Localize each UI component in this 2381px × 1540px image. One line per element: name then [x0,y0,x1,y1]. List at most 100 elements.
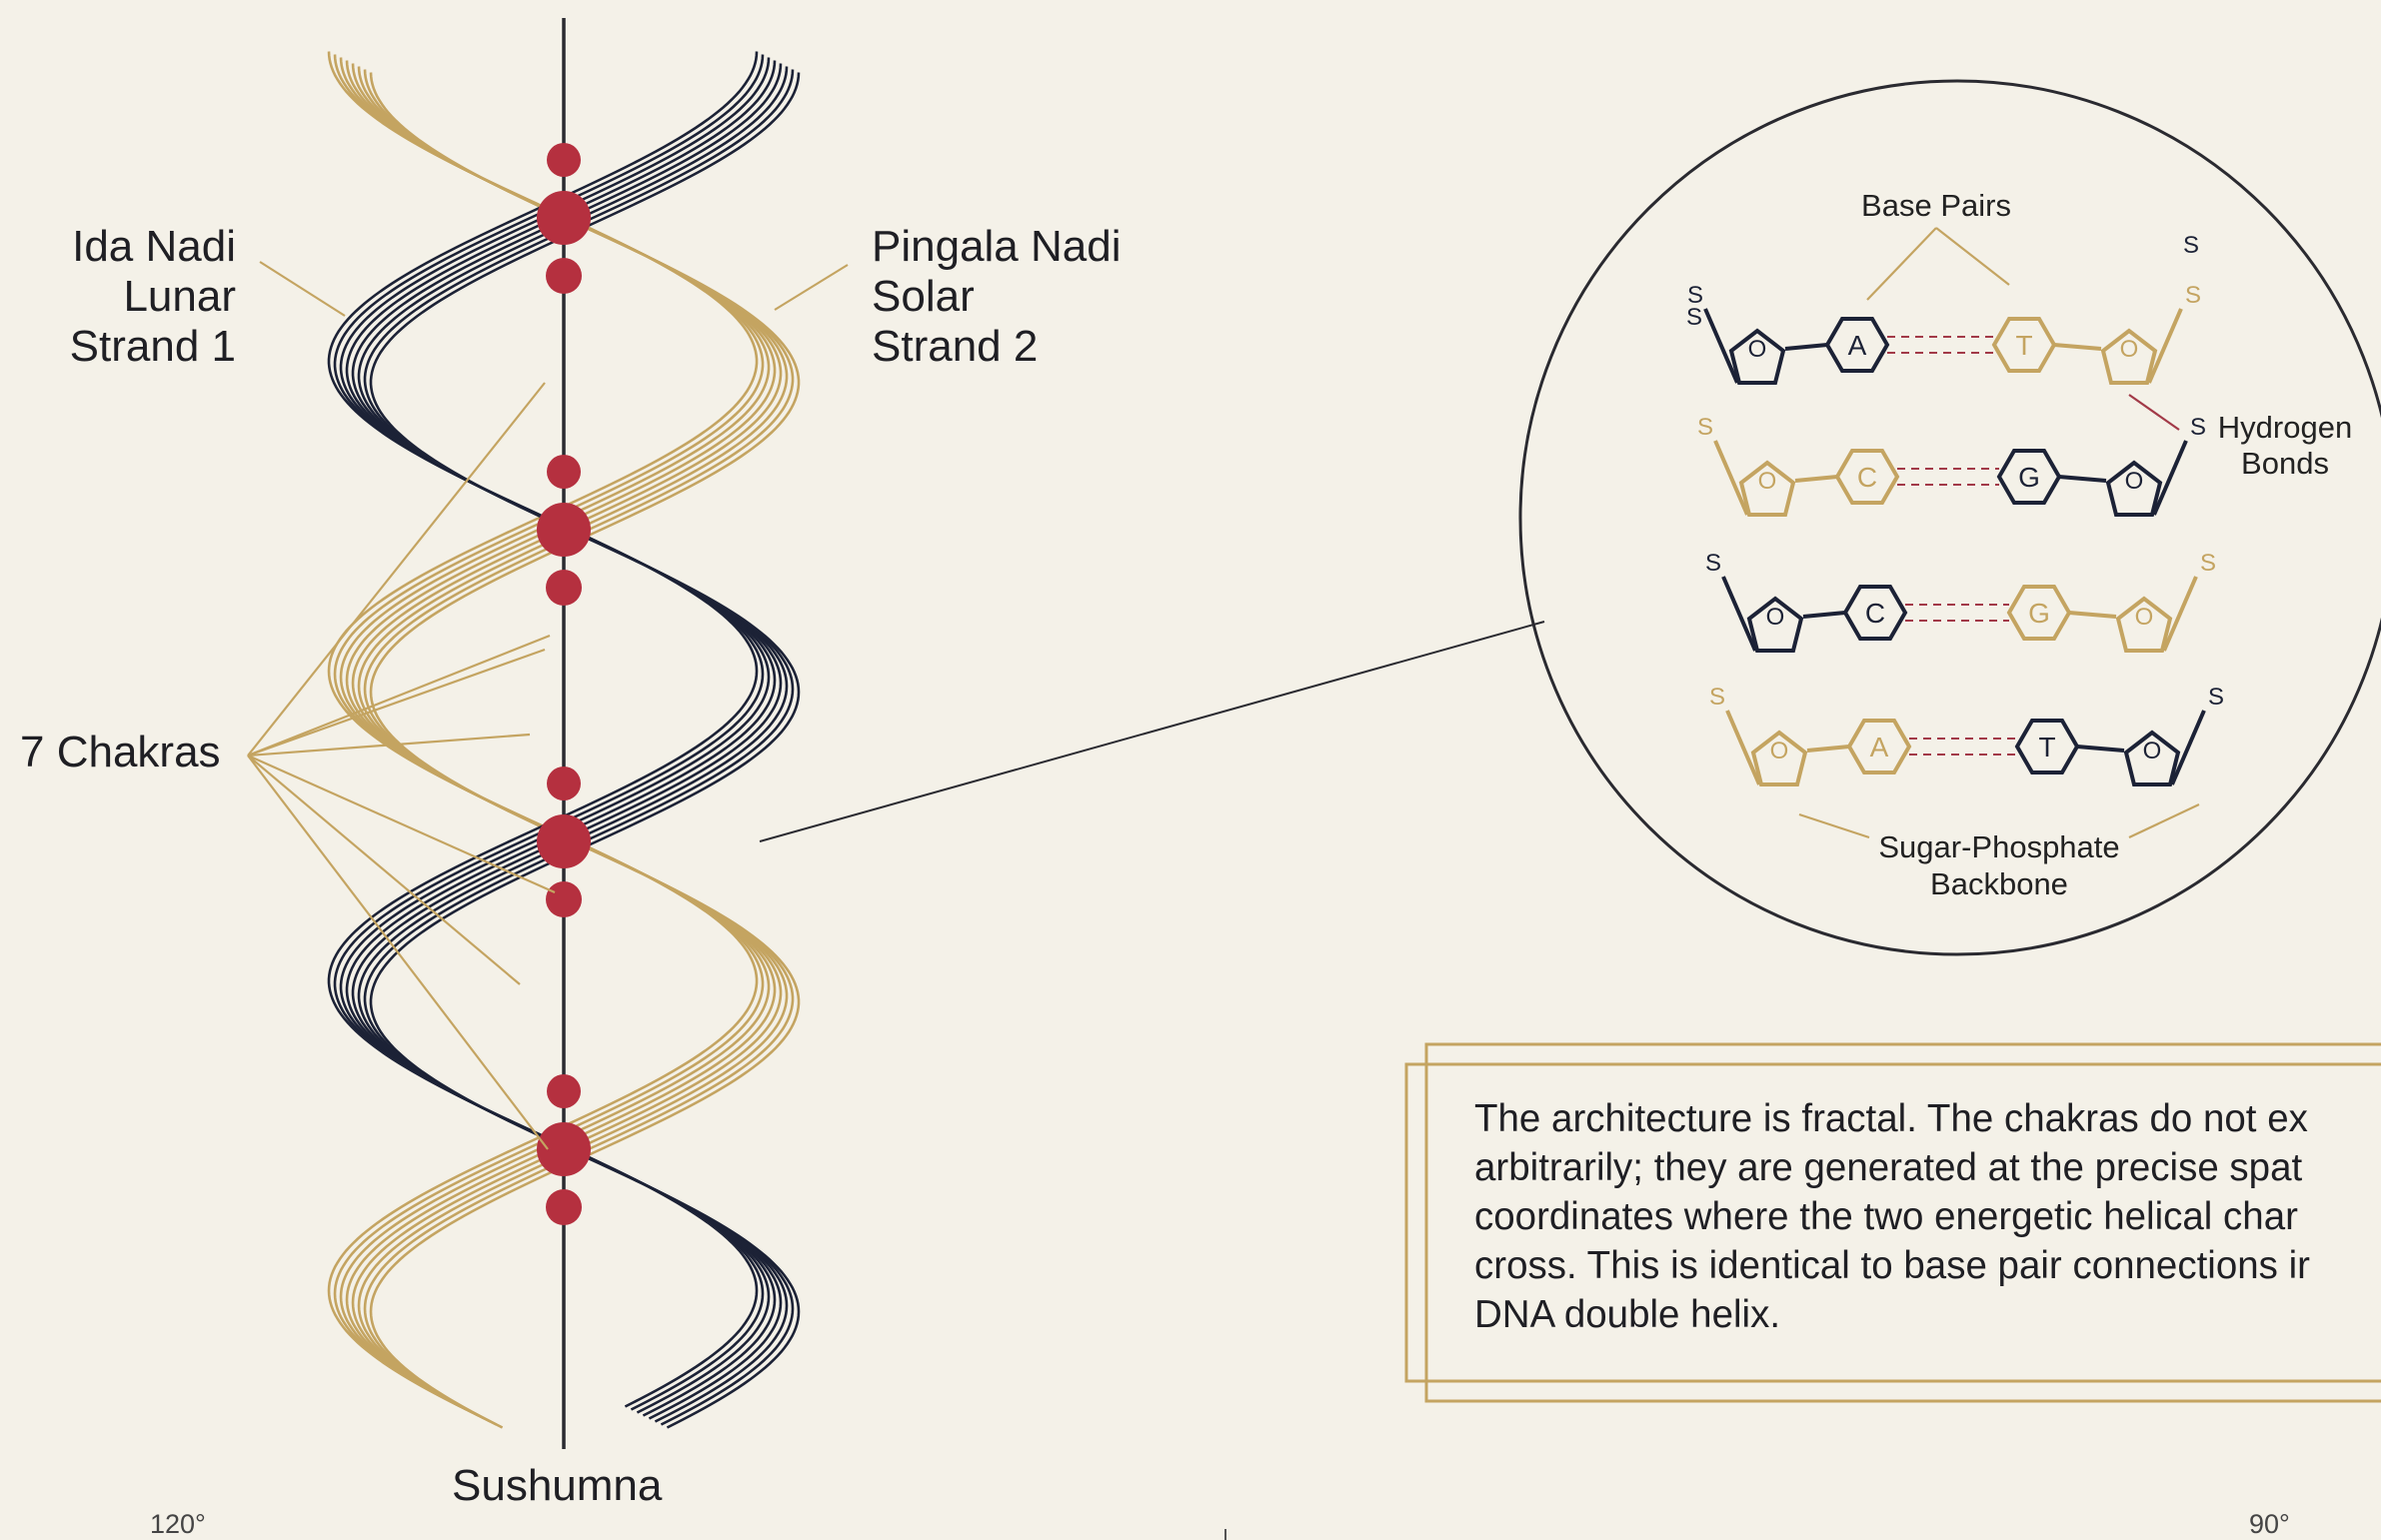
sugar-ring [1750,730,1808,786]
ida-lunar-strand [327,51,801,1429]
base-pairs-label: Base Pairs [1861,188,2011,223]
backbone-line [2162,576,2198,652]
chakra-leader-line [247,754,556,894]
chakra-point [546,1189,582,1225]
phosphate-sulfur-label: S [1705,550,1721,577]
pingala-label-line1: Pingala Nadi [872,222,1122,271]
note-line-2: arbitrarily; they are generated at the p… [1474,1146,2303,1189]
chakra-leader-line [247,733,531,758]
nucleobase-letter: C [1857,462,1877,493]
nucleobase-ring [1834,449,1900,505]
phosphate-sulfur-label: S [1697,414,1713,441]
backbone-label-line1: Sugar-Phosphate [1878,829,2119,864]
chakra-point [546,570,582,606]
chakra-points [537,143,591,1225]
chakra-point [537,191,591,245]
chakra-leader-line [247,382,546,757]
leader-lines [247,261,849,1150]
chakra-leader-line [247,634,551,758]
nucleobase-ring [1996,449,2062,505]
glycosidic-bond-line [1784,343,1828,351]
glycosidic-bond-line [2058,475,2107,483]
nucleobase-ring [1846,719,1912,774]
ida-nadi-label: Ida Nadi Lunar Strand 1 [40,222,236,372]
chakra-point [546,258,582,294]
backbone-label-line2: Backbone [1930,866,2068,901]
sugar-ring [1746,596,1804,653]
oxygen-atom-label: O [2143,738,2162,765]
note-text: The architecture is fractal. The chakras… [1474,1094,2374,1339]
zoom-connector-line [759,621,1545,842]
hydrogen-bonds-leader [2128,394,2180,431]
nucleobase-letter: C [1865,598,1885,629]
backbone-line [2147,308,2183,384]
chakra-point [547,143,581,177]
chakra-point [537,503,591,557]
solar-strand-line [369,72,801,1429]
oxygen-atom-label: O [2135,604,2154,631]
phosphate-sulfur-label: S [1709,684,1725,711]
sugar-ring [2100,328,2158,385]
hydrogen-bonds-label-line2: Bonds [2241,446,2329,481]
backbone-line [2170,710,2206,785]
pingala-label-line3: Strand 2 [872,322,1039,371]
sugar-ring [1738,460,1796,517]
glycosidic-bond-line [1802,611,1846,619]
glycosidic-bond-line [2076,745,2125,753]
sugar-ring [2105,460,2163,517]
ida-leader-line [259,261,346,317]
nucleobase-ring [1991,317,2057,373]
sugar-ring [1728,328,1786,385]
chakra-point [547,767,581,800]
lunar-strand-line [369,72,801,1429]
backbone-leader [1798,812,1870,839]
lunar-strand-line [327,51,759,1408]
nucleobase-letter: A [1848,330,1867,361]
chakra-point [537,814,591,868]
chakra-leader-line [247,648,546,758]
phosphate-sulfur-label: S [2190,414,2206,441]
note-frame-outer [1424,1042,2381,1403]
phosphate-sulfur-label: S [2200,550,2216,577]
nucleobase-letter: G [2018,462,2040,493]
angle-label-left: 120° [150,1509,206,1539]
pingala-leader-line [774,264,849,311]
backbone-line [1721,576,1757,652]
backbone-line [1725,710,1761,785]
phosphate-sulfur-label: S [2185,282,2201,309]
oxygen-atom-label: O [1766,604,1785,631]
nucleobase-ring [1842,585,1908,641]
glycosidic-bond-line [1806,745,1850,753]
oxygen-atom-label: O [1758,468,1777,495]
chakras-label: 7 Chakras [20,728,221,776]
dna-inset-circle [1518,79,2381,956]
nucleobase-letter: G [2028,598,2050,629]
sugar-ring [2115,596,2173,653]
nucleobase-letter: T [2038,732,2055,763]
hydrogen-bonds-label-line1: Hydrogen [2218,410,2352,445]
nucleobase-ring [2014,719,2080,774]
glycosidic-bond-line [1794,475,1838,483]
pingala-label-line2: Solar [872,272,975,321]
sugar-ring [2123,730,2181,786]
backbone-line [2152,440,2188,516]
chakra-point [547,1074,581,1108]
chakra-point [547,455,581,489]
nucleobase-letter: A [1870,732,1889,763]
phosphate-sulfur-label: S [1686,304,1702,331]
note-line-3: coordinates where the two energetic heli… [1474,1195,2298,1238]
nucleobase-ring [2006,585,2072,641]
angle-label-right: 90° [2249,1509,2290,1539]
ida-label-line2: Lunar [123,272,236,321]
base-pairs-leader [1935,227,2010,286]
oxygen-atom-label: O [1770,738,1789,765]
phosphate-sulfur-label: S [2208,684,2224,711]
backbone-line [1713,440,1749,516]
backbone-leader [2128,803,2200,838]
chakra-leader-line [247,755,521,985]
note-frame-inner [1404,1062,2381,1383]
note-line-5: DNA double helix. [1474,1293,1781,1336]
